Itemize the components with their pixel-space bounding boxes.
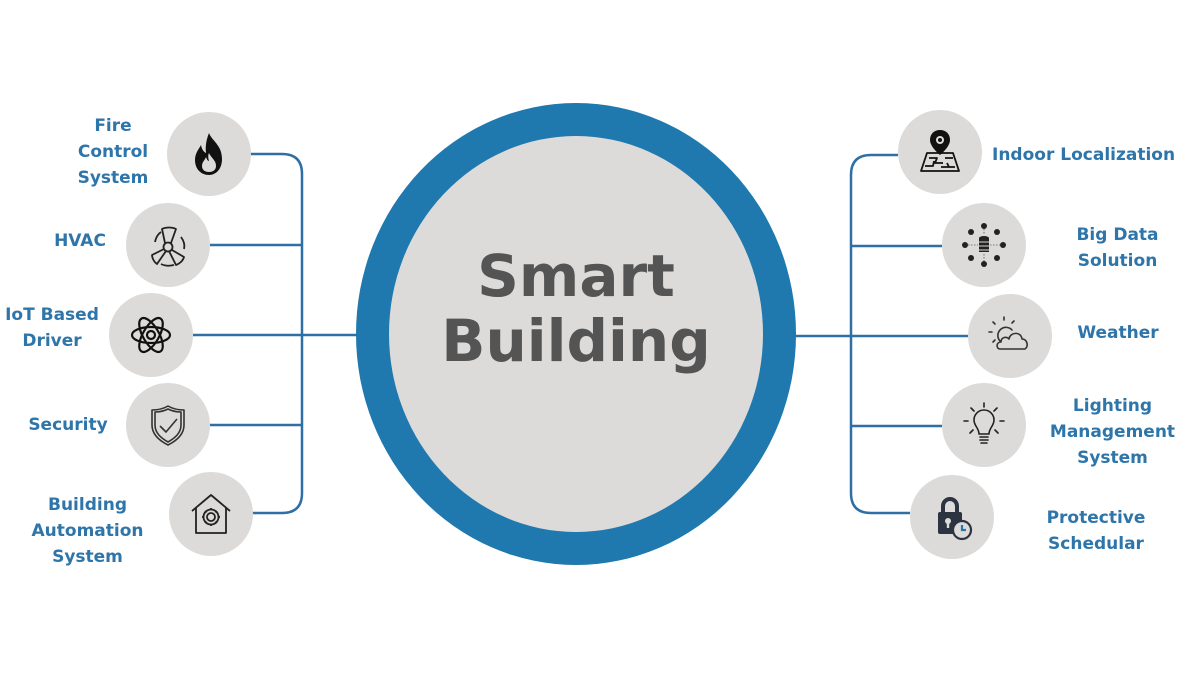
left-trunk-line — [250, 152, 304, 515]
label-indoor-localization: Indoor Localization — [992, 145, 1176, 165]
label-iot-driver: IoT Based Driver — [5, 305, 99, 351]
right-trunk-line — [849, 153, 910, 515]
label-big-data: Big Data Solution — [1076, 225, 1159, 271]
lightbulb-icon — [963, 402, 1005, 444]
node-building-automation — [169, 472, 253, 556]
fire-icon — [195, 133, 222, 175]
map-pin-icon — [920, 130, 960, 172]
house-gear-icon — [191, 494, 231, 534]
node-protective-schedular — [910, 475, 994, 559]
center-title-line1: Smart — [477, 242, 675, 311]
shield-check-icon — [151, 405, 185, 446]
fan-icon — [151, 226, 186, 267]
center-circle: Smart Building — [389, 136, 763, 532]
label-hvac: HVAC — [54, 231, 106, 251]
node-fire-control — [167, 112, 251, 196]
center-title-line2: Building — [441, 307, 711, 375]
sun-cloud-icon — [988, 316, 1028, 350]
label-building-automation: Building Automation System — [31, 495, 144, 567]
label-lighting: Lighting Management System — [1049, 396, 1176, 468]
node-hvac — [126, 203, 210, 287]
database-network-icon — [962, 223, 1006, 267]
label-fire-control: Fire Control System — [77, 116, 149, 188]
label-security: Security — [28, 415, 108, 435]
lock-clock-icon — [938, 497, 973, 541]
node-iot-driver — [109, 293, 193, 377]
node-big-data — [942, 203, 1026, 287]
node-indoor-localization — [898, 110, 982, 194]
atom-icon — [130, 316, 172, 354]
node-security — [126, 383, 210, 467]
label-weather: Weather — [1077, 323, 1159, 343]
center-title: Smart Building — [441, 244, 710, 374]
node-weather — [968, 294, 1052, 378]
label-protective-schedular: Protective Schedular — [1046, 508, 1146, 554]
node-lighting — [942, 383, 1026, 467]
